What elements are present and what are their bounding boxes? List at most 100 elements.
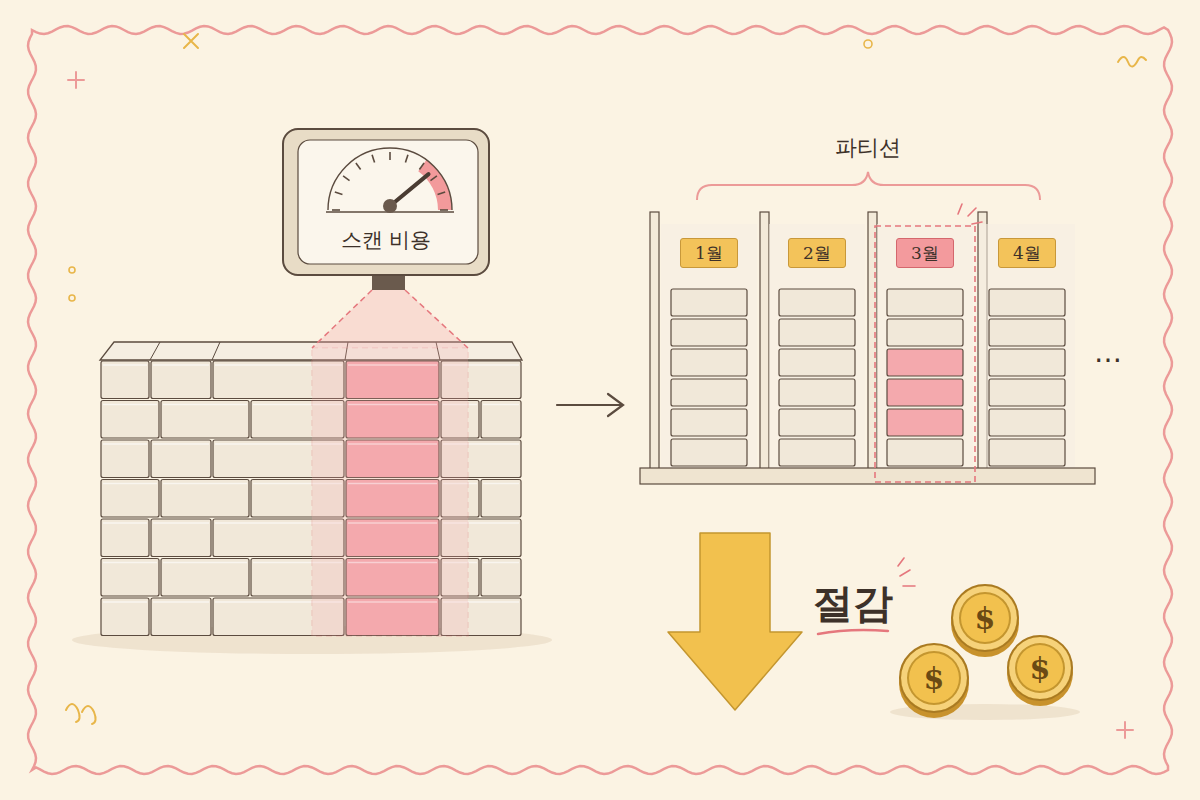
dial-tick: [356, 163, 361, 169]
rack-back: [877, 224, 973, 472]
brick: [887, 289, 963, 316]
dial-tick: [332, 209, 340, 211]
brick: [779, 289, 855, 316]
brick: [161, 401, 249, 439]
scan-beam-edge: [312, 290, 468, 348]
coin: $: [951, 584, 1019, 652]
sparkle: [958, 204, 982, 224]
gauge-face: [298, 140, 478, 264]
rack-back: [661, 224, 757, 472]
brick: [151, 440, 211, 478]
doodle: [184, 34, 198, 48]
dial-tick: [389, 152, 391, 160]
brick: [887, 319, 963, 346]
dial-tick: [405, 155, 407, 163]
brick: [671, 349, 747, 376]
coin-symbol: $: [975, 601, 996, 636]
bracket: [697, 172, 1040, 200]
down-arrow: [668, 533, 802, 710]
brick: [101, 401, 159, 439]
gauge-label: 스캔 비용: [341, 226, 432, 254]
rack-back: [769, 224, 865, 472]
brick: [101, 519, 149, 557]
rack-post: [650, 212, 659, 472]
doodle: [1118, 57, 1146, 67]
dial-tick: [335, 192, 343, 194]
brick-highlight: [153, 601, 209, 603]
saving-label: 절감: [813, 576, 893, 631]
brick: [779, 379, 855, 406]
doodle-dot: [864, 40, 872, 48]
doodle-dot: [69, 267, 75, 273]
brick: [481, 480, 521, 518]
brick: [101, 440, 149, 478]
brick: [671, 319, 747, 346]
brick: [887, 439, 963, 466]
doodle: [1117, 722, 1133, 738]
brick-highlight: [153, 364, 209, 366]
wavy-border: [28, 26, 1172, 774]
doodle: [66, 704, 96, 724]
brick: [989, 379, 1065, 406]
month-label: 1월: [695, 242, 723, 265]
scan-beam: [312, 290, 468, 348]
ellipsis: …: [1094, 336, 1122, 369]
partition-tag: 2월: [788, 238, 846, 268]
brick: [671, 289, 747, 316]
brick-highlight: [163, 483, 247, 485]
needle-hub: [383, 199, 397, 213]
scanned-brick: [887, 409, 963, 436]
gauge-needle: [390, 174, 429, 206]
brick-highlight: [103, 443, 147, 445]
group-label: 파티션: [835, 133, 901, 163]
stack-seam: [150, 342, 160, 360]
brick: [161, 559, 249, 597]
coin: $: [899, 643, 969, 713]
brick: [779, 319, 855, 346]
brick-highlight: [153, 443, 209, 445]
doodle: [68, 72, 84, 88]
coin: $: [1007, 635, 1073, 701]
rack-post: [760, 212, 769, 472]
brick: [989, 409, 1065, 436]
dial-tick: [438, 192, 446, 194]
scanned-brick: [887, 379, 963, 406]
brick: [151, 361, 211, 399]
brick-highlight: [103, 483, 157, 485]
data-stack: [72, 290, 623, 654]
brick: [101, 361, 149, 399]
rack-back: [979, 224, 1075, 472]
rack-base: [640, 468, 1095, 484]
brick: [989, 349, 1065, 376]
brick-highlight: [163, 404, 247, 406]
coin-symbol: $: [924, 661, 945, 696]
brick: [779, 439, 855, 466]
decoration: [28, 26, 1172, 774]
partition-rack: [640, 172, 1095, 484]
month-label: 3월: [911, 242, 939, 265]
coin-symbol: $: [1030, 651, 1051, 686]
brick: [481, 559, 521, 597]
scanner-lens: [372, 276, 405, 290]
selected-partition: [875, 226, 975, 482]
gauge-body: [282, 128, 490, 276]
flow-arrow: [557, 394, 623, 416]
scanned-brick: [887, 349, 963, 376]
gauge-box: 스캔 비용: [282, 128, 490, 276]
gauge-device: [282, 128, 490, 290]
brick: [989, 319, 1065, 346]
month-label: 4월: [1013, 242, 1041, 265]
brick: [671, 379, 747, 406]
brick-highlight: [483, 404, 519, 406]
dial-tick: [372, 155, 374, 163]
partition-tag: 1월: [680, 238, 738, 268]
brick: [151, 598, 211, 636]
brick-highlight: [103, 404, 157, 406]
stack-seam: [212, 342, 220, 360]
brick: [779, 409, 855, 436]
partition-tag: 4월: [998, 238, 1056, 268]
brick-highlight: [483, 483, 519, 485]
scan-column: [312, 348, 468, 636]
brick-highlight: [103, 562, 157, 564]
